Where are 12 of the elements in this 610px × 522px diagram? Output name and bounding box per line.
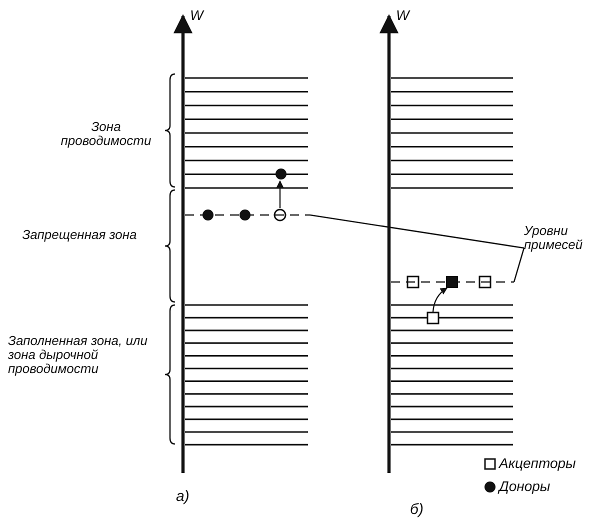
callout-label: Уровни примесей bbox=[524, 224, 610, 254]
panel-label: б) bbox=[410, 503, 424, 517]
leader-line bbox=[513, 248, 525, 282]
zone-label: Зона проводимости bbox=[60, 120, 152, 148]
axis-label: W bbox=[190, 8, 206, 22]
legend-text: Доноры bbox=[499, 479, 550, 493]
axis-label: W bbox=[396, 8, 412, 22]
panel-label: а) bbox=[176, 490, 190, 504]
leader-line bbox=[310, 214, 524, 249]
zone-label: Запрещенная зона bbox=[21, 228, 138, 242]
zone-label: Заполненная зона, или зона дырочной проводимости bbox=[8, 334, 148, 376]
legend-text: Акцепторы bbox=[499, 456, 576, 470]
